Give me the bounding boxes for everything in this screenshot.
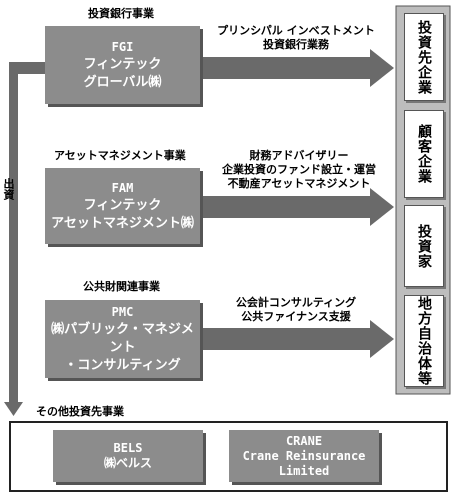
business-description-pmc: 公会計コンサルティング 公共ファイナンス支援	[206, 296, 386, 324]
company-code: CRANE	[285, 433, 323, 448]
description-line: 公会計コンサルティング	[235, 296, 357, 309]
company-box-crane: CRANE Crane Reinsurance Limited	[229, 430, 379, 482]
description-line: 企業投資のファンド設立・運営	[222, 163, 376, 176]
other-investments-frame	[9, 421, 448, 492]
investment-line	[9, 62, 18, 404]
company-box-fgi: FGI フィンテック グローバル㈱	[45, 26, 200, 104]
description-line: 財務アドバイザリー	[249, 149, 349, 162]
fgi-arrow	[200, 49, 394, 87]
pmc-arrow	[200, 320, 394, 358]
segment-label-investment-banking: 投資銀行事業	[88, 7, 154, 20]
company-code: BELS	[113, 441, 143, 455]
company-name-line: ㈱ベルス	[103, 456, 152, 470]
company-name-line: フィンテック	[83, 198, 162, 213]
company-box-fam: FAM フィンテック アセットマネジメント㈱	[45, 168, 200, 244]
company-box-pmc: PMC ㈱パブリック・マネジメント ・コンサルティング	[45, 300, 200, 378]
business-description-fgi: プリンシパル インベストメント 投資銀行業務	[206, 24, 386, 52]
company-name-line: ㈱パブリック・マネジメント	[51, 322, 194, 355]
company-name-line: アセットマネジメント㈱	[51, 216, 194, 231]
destination-investors: 投資家	[404, 205, 444, 287]
company-name-line: ・コンサルティング	[64, 358, 181, 373]
other-investments-label: その他投資先事業	[36, 405, 124, 418]
investment-arrowhead	[4, 402, 23, 416]
fam-arrow	[200, 188, 394, 226]
description-line: 不動産アセットマネジメント	[227, 177, 371, 190]
destination-local-governments: 地方自治体等	[404, 295, 444, 387]
segment-label-asset-management: アセットマネジメント事業	[54, 149, 186, 162]
company-name-line: グローバル㈱	[83, 75, 162, 90]
investment-label: 出資	[2, 178, 15, 200]
company-code: FAM	[111, 181, 134, 195]
description-line: 投資銀行業務	[263, 38, 329, 51]
segment-label-public-finance: 公共財関連事業	[83, 280, 160, 293]
company-name-line: Limited	[278, 463, 330, 478]
company-name-line: フィンテック	[83, 57, 162, 72]
company-code: PMC	[111, 305, 134, 319]
description-line: 公共ファイナンス支援	[241, 310, 351, 323]
description-line: プリンシパル インベストメント	[217, 24, 375, 37]
destination-investee-companies: 投資先企業	[404, 13, 444, 101]
company-box-bels: BELS ㈱ベルス	[53, 430, 203, 482]
business-description-fam: 財務アドバイザリー 企業投資のファンド設立・運営 不動産アセットマネジメント	[206, 149, 392, 191]
company-code: FGI	[111, 40, 134, 54]
company-name-line: Crane Reinsurance	[242, 448, 366, 463]
destination-client-companies: 顧客企業	[404, 110, 444, 198]
fgi-branch-line	[9, 62, 45, 74]
